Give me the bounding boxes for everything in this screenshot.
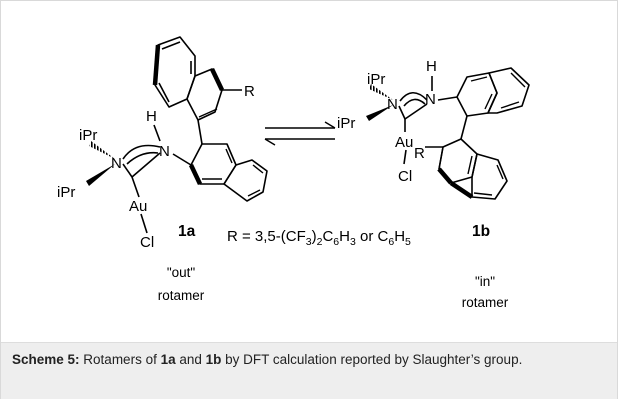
biaryl-bond-1b — [460, 115, 468, 140]
descriptor-1b: "in" — [475, 274, 495, 289]
structure-1b — [366, 67, 530, 200]
compound-label-1b: 1b — [472, 223, 490, 240]
upper-naphthalene-ring-b — [154, 36, 196, 108]
substituent-r-1a: R — [244, 83, 255, 100]
lower-naphthalene-ring-d-1b — [471, 153, 508, 200]
rotamer-word-1b: rotamer — [462, 295, 509, 310]
caption-compound-1a: 1a — [160, 352, 176, 367]
atom-h-1a: H — [146, 108, 157, 125]
atom-n-amine-1a: N — [159, 143, 170, 160]
ipr-bottom-1b: iPr — [337, 115, 355, 132]
substituent-r-1b: R — [414, 145, 425, 162]
atom-cl-1a: Cl — [140, 234, 154, 251]
upper-naphthalene-ring-b-1b — [487, 67, 530, 114]
atom-au-1a: Au — [129, 198, 147, 215]
caption-text-a: Rotamers of — [79, 352, 161, 367]
descriptor-1a: "out" — [167, 265, 196, 280]
atom-au-1b: Au — [395, 134, 413, 151]
atom-n-carbene-1b: N — [387, 96, 398, 113]
caption-compound-1b: 1b — [205, 352, 222, 367]
ipr-top-1b: iPr — [367, 71, 385, 88]
atom-cl-1b: Cl — [398, 168, 412, 185]
atom-n-amine-1b: N — [425, 91, 436, 108]
ipr-top-1a: iPr — [79, 127, 97, 144]
scheme-5-structures: H N N iPr iPr Au Cl R 1a "out" rotamer — [57, 36, 530, 310]
atom-n-carbene-1a: N — [111, 155, 122, 172]
ipr-bottom-1a: iPr — [57, 184, 75, 201]
caption-box: Scheme 5: Rotamers of 1a and 1b by DFT c… — [1, 342, 617, 399]
lower-naphthalene-ring-d — [223, 159, 268, 202]
caption-text-b: and — [175, 352, 206, 367]
r-group-definition: R = 3,5-(CF3)2C6H3 or C6H5 — [227, 228, 411, 248]
caption-text-c: by DFT calculation reported by Slaughter… — [221, 352, 523, 367]
figure-caption: Scheme 5: Rotamers of 1a and 1b by DFT c… — [12, 350, 602, 370]
rotamer-word-1a: rotamer — [158, 288, 205, 303]
equilibrium-arrows — [264, 121, 336, 146]
structure-1a — [86, 36, 268, 234]
biaryl-bond-1a — [197, 119, 203, 145]
atom-h-1b: H — [426, 58, 437, 75]
caption-label: Scheme 5: — [12, 352, 80, 367]
compound-label-1a: 1a — [178, 223, 196, 240]
